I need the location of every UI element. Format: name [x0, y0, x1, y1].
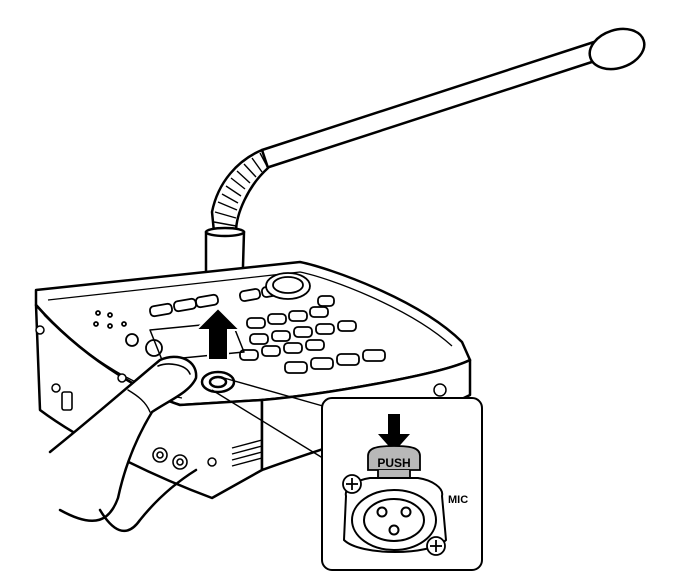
side-jacks	[61, 391, 188, 470]
mic-rod	[260, 40, 600, 170]
gooseneck-section	[210, 148, 270, 234]
xlr-pin	[400, 506, 412, 518]
mic-label: MIC	[448, 494, 468, 506]
gooseneck-microphone	[204, 27, 646, 306]
push-label: PUSH	[377, 456, 410, 470]
arrow-up-icon	[193, 306, 243, 361]
hand	[48, 355, 198, 532]
console-buttons	[93, 272, 386, 374]
mic-connector-callout: PUSH MIC	[321, 397, 483, 571]
arrow-down-icon	[378, 414, 410, 452]
xlr-pin	[388, 524, 400, 536]
screw-icon	[342, 474, 362, 494]
screw-icon	[426, 536, 446, 556]
corner-screws	[35, 325, 447, 467]
xlr-connector	[342, 477, 448, 553]
mic-head	[588, 27, 646, 71]
finger	[48, 355, 198, 523]
xlr-pin	[376, 506, 388, 518]
